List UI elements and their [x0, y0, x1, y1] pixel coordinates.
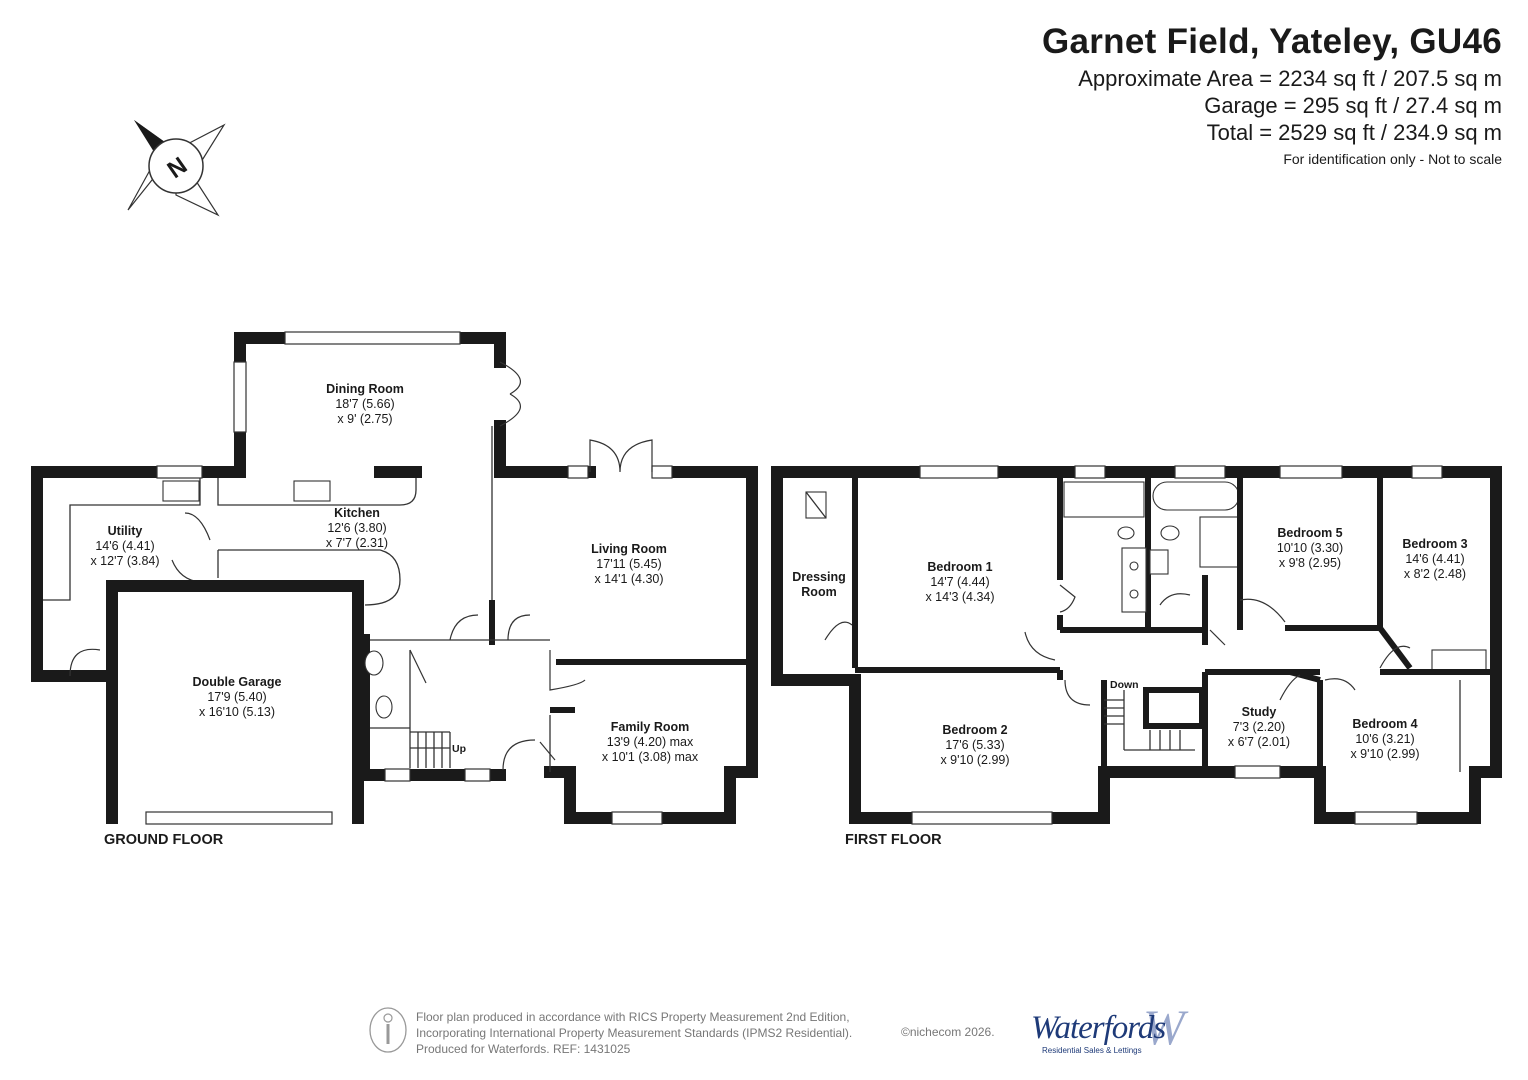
property-title: Garnet Field, Yateley, GU46 — [1041, 22, 1502, 61]
total-area: Total = 2529 sq ft / 234.9 sq m — [1206, 120, 1502, 145]
ground-floor-label: GROUND FLOOR — [104, 832, 224, 848]
brand-logo-mark: W — [1143, 999, 1185, 1055]
compass-icon: N — [127, 120, 226, 217]
footer-line-1: Floor plan produced in accordance with R… — [416, 1010, 850, 1024]
footer-line-2: Incorporating International Property Mea… — [416, 1026, 853, 1040]
first-floor-plan — [771, 465, 1502, 825]
brand-logo: Waterfords — [1031, 1010, 1166, 1046]
brand-tagline: Residential Sales & Lettings — [1042, 1046, 1142, 1055]
garage-area: Garage = 295 sq ft / 27.4 sq m — [1204, 93, 1502, 118]
copyright: ©nichecom 2026. — [901, 1025, 995, 1039]
stairs-up-label: Up — [452, 743, 466, 755]
footer-line-3: Produced for Waterfords. REF: 1431025 — [416, 1042, 631, 1056]
person-icon — [369, 1007, 407, 1053]
stairs-down-label: Down — [1110, 679, 1139, 691]
ground-floor-plan — [31, 331, 758, 825]
first-floor-label: FIRST FLOOR — [845, 832, 942, 848]
scale-note: For identification only - Not to scale — [1283, 151, 1502, 167]
footer-disclaimer: Floor plan produced in accordance with R… — [416, 1009, 852, 1057]
approximate-area: Approximate Area = 2234 sq ft / 207.5 sq… — [1078, 66, 1502, 91]
